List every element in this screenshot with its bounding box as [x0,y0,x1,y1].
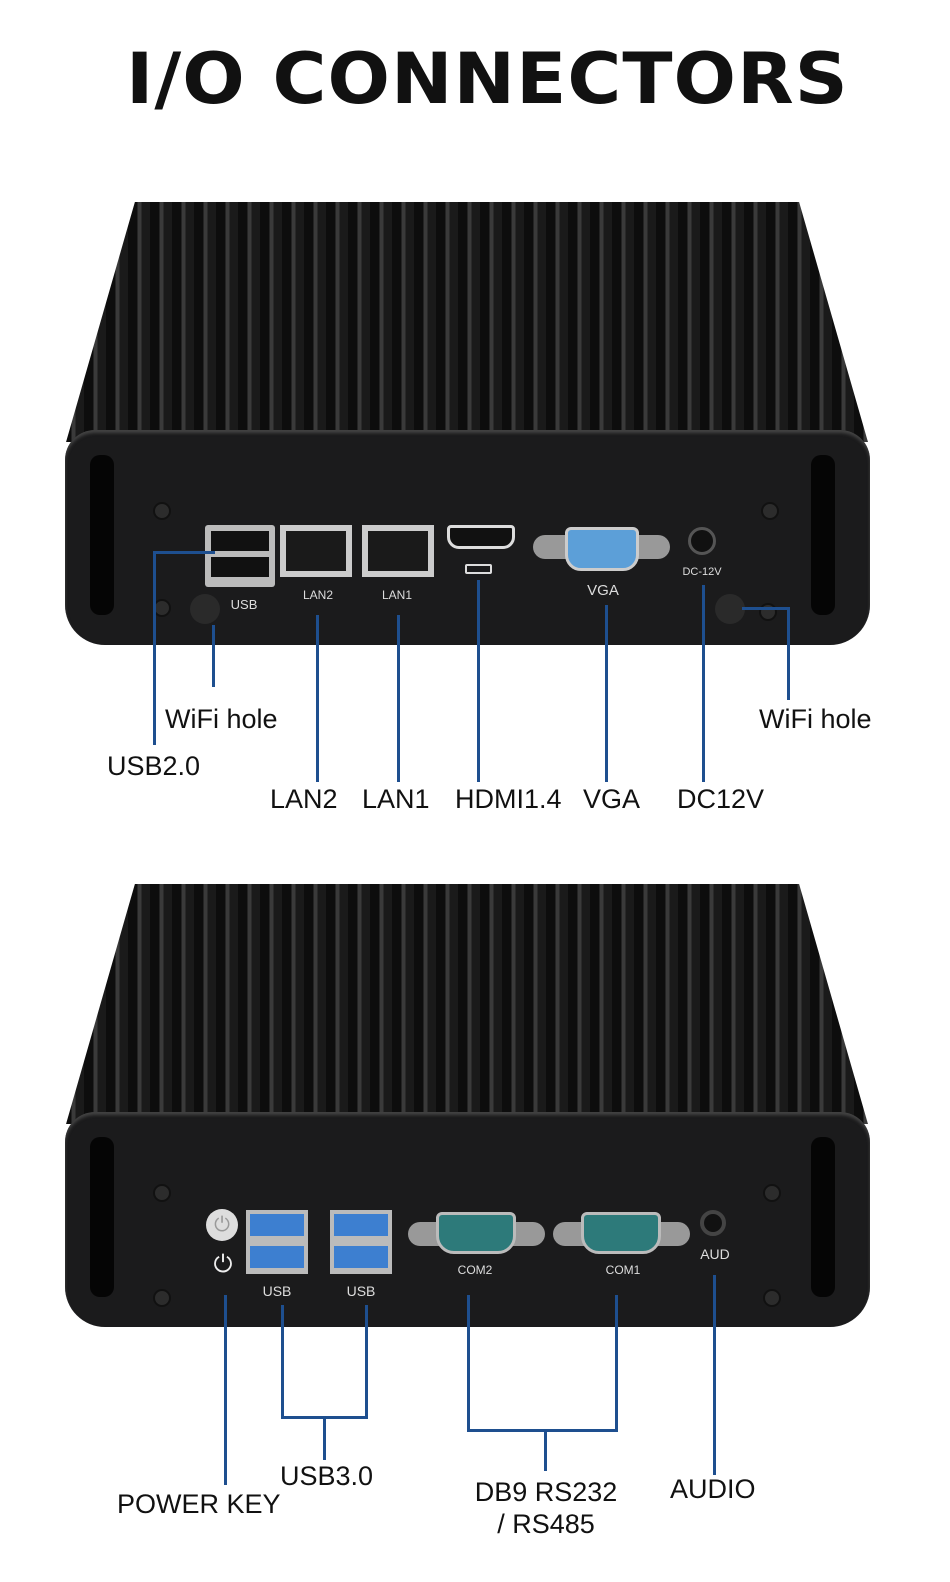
hdmi-port [447,525,515,549]
dc-jack [688,527,716,555]
callout-db9-line2: / RS485 [497,1509,595,1539]
micro-usb-port [465,564,492,574]
callout-lan2: LAN2 [270,784,338,814]
port-label-usb: USB [230,597,258,612]
heatsink-fins [66,884,868,1124]
callout-usb2: USB2.0 [107,751,201,781]
leader-line-audio [713,1275,716,1475]
leader-line-db9 [615,1295,618,1432]
side-vent [811,455,835,615]
leader-line-usb2 [155,551,215,554]
callout-audio: AUDIO [670,1474,756,1504]
leader-line-wifi-left [212,625,215,687]
callout-wifi-left: WiFi hole [165,704,278,734]
wifi-hole-left [190,594,220,624]
leader-line-power [224,1295,227,1485]
mini-pc-rear-view-2: ⏻ ⏻ USB USB COM2 COM1 AUD [0,884,950,1344]
wifi-hole-right [715,594,745,624]
port-label-lan2: LAN2 [302,588,334,602]
leader-line-usb3 [323,1416,326,1460]
side-vent [811,1137,835,1297]
leader-line-hdmi [477,580,480,782]
callout-dc: DC12V [677,784,765,814]
power-icon: ⏻ [213,1251,233,1278]
leader-line-lan1 [397,615,400,782]
com1-port [581,1212,661,1254]
leader-line-usb3 [365,1305,368,1419]
screw-icon [759,603,777,621]
leader-line-wifi-right [742,607,790,610]
port-label-usb: USB [346,1283,376,1299]
leader-line-vga [605,605,608,782]
callout-hdmi: HDMI1.4 [455,784,562,814]
vga-port [565,527,639,571]
callout-db9-line1: DB9 RS232 [474,1477,618,1507]
leader-line-db9 [467,1295,470,1432]
leader-line-lan2 [316,615,319,782]
port-label-aud: AUD [700,1246,730,1262]
com2-port [436,1212,516,1254]
port-label-lan1: LAN1 [381,588,413,602]
port-label-vga: VGA [587,582,619,599]
side-vent [90,1137,114,1297]
leader-line-usb3 [281,1305,284,1419]
port-label-usb: USB [262,1283,292,1299]
callout-power-key: POWER KEY [117,1489,281,1519]
screw-icon [153,1184,171,1202]
callout-wifi-right: WiFi hole [759,704,872,734]
leader-line-db9 [544,1429,547,1471]
mini-pc-rear-view-1: USB LAN2 LAN1 VGA DC-12V [0,202,950,662]
callout-vga: VGA [583,784,641,814]
screw-icon [761,502,779,520]
screw-icon [153,502,171,520]
lan2-port [280,525,352,577]
callout-usb3: USB3.0 [280,1461,374,1491]
screw-icon [763,1184,781,1202]
screw-icon [763,1289,781,1307]
leader-line-dc [702,585,705,782]
screw-icon [153,1289,171,1307]
usb3-port-b [330,1210,392,1274]
leader-line-usb2 [153,551,156,745]
leader-line-db9 [467,1429,618,1432]
callout-lan1: LAN1 [362,784,430,814]
heatsink-fins [66,202,868,442]
port-label-com2: COM2 [457,1263,493,1277]
audio-jack [700,1210,726,1236]
usb3-port-a [246,1210,308,1274]
usb2-port [205,525,275,587]
power-button[interactable]: ⏻ [206,1209,238,1241]
lan1-port [362,525,434,577]
leader-line-wifi-right [787,607,790,700]
port-label-com1: COM1 [605,1263,641,1277]
page-title: I/O CONNECTORS [126,38,849,120]
port-label-dc: DC-12V [682,566,722,578]
side-vent [90,455,114,615]
